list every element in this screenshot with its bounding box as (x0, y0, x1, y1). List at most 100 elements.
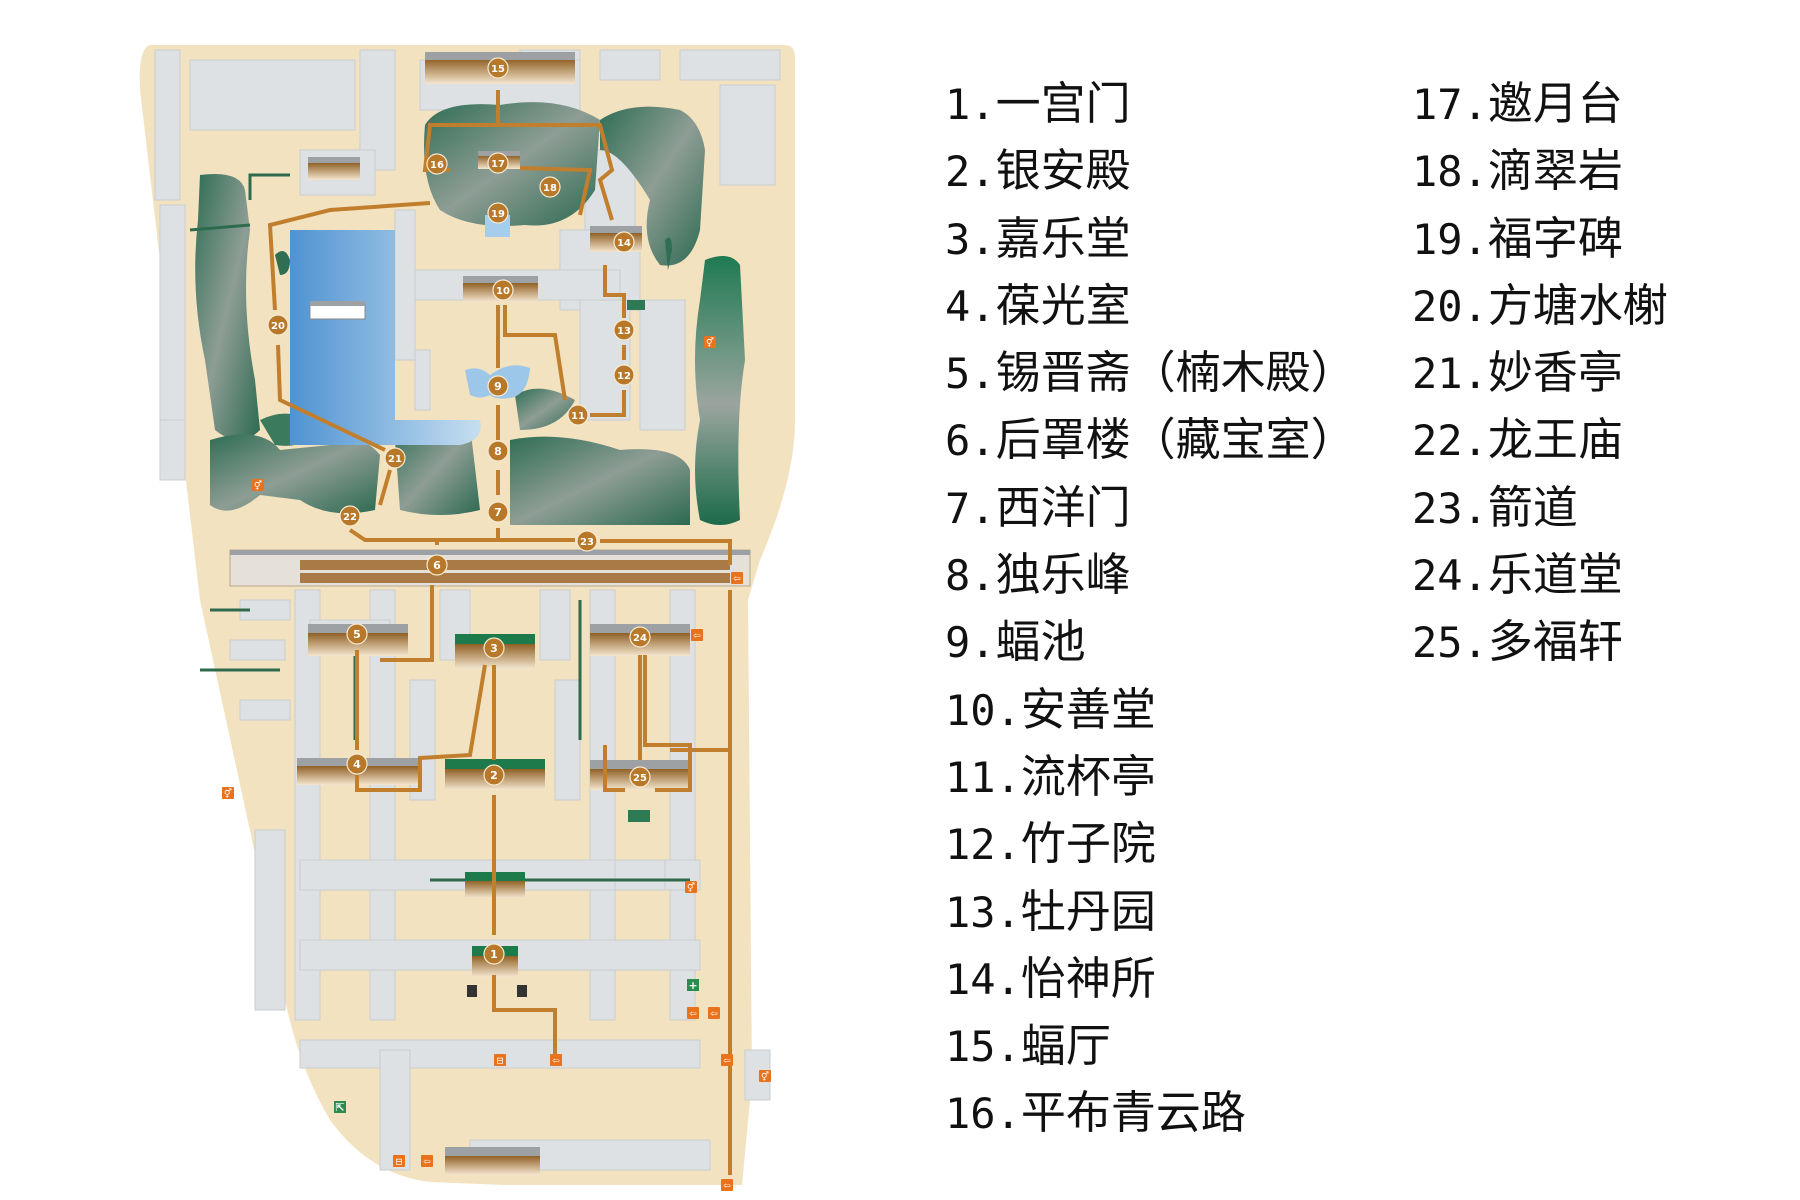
site-marker-22: 22 (339, 505, 361, 527)
legend-item: 6.后罩楼（藏宝室） (945, 413, 1356, 467)
legend-item: 16.平布青云路 (945, 1086, 1246, 1140)
svg-text:11: 11 (571, 411, 585, 422)
svg-text:20: 20 (271, 321, 285, 332)
svg-text:15: 15 (491, 64, 505, 75)
svg-text:⇦: ⇦ (689, 1010, 697, 1020)
hall-west (308, 157, 360, 180)
legend-item: 12.竹子院 (945, 817, 1156, 871)
exit-icon: ⇦ (687, 1007, 699, 1020)
site-marker-16: 16 (426, 153, 448, 175)
emergency-exit-icon: ⇱ (334, 1101, 346, 1114)
svg-text:19: 19 (491, 209, 505, 220)
south-gate (445, 1147, 540, 1175)
facility-icons: ⚥ ⚥ ⚥ ⚥ ⚥ ⊟ ⊟ ⇦ ⇦ ⇦ ⇦ ⇦ ⇦ ⇦ ⇦ + ⇱ (222, 336, 771, 1192)
svg-text:6: 6 (433, 559, 441, 572)
svg-text:⇦: ⇦ (552, 1057, 560, 1067)
legend-item: 3.嘉乐堂 (945, 211, 1131, 265)
legend-item: 25.多福轩 (1412, 615, 1623, 669)
svg-text:⇦: ⇦ (710, 1010, 718, 1020)
legend-item: 14.怡神所 (945, 951, 1156, 1005)
svg-text:13: 13 (617, 326, 631, 337)
svg-text:22: 22 (343, 512, 357, 523)
restroom-icon: ⚥ (222, 787, 234, 800)
svg-text:+: + (688, 979, 697, 992)
svg-text:18: 18 (543, 183, 557, 194)
legend-item: 13.牡丹园 (945, 884, 1156, 938)
water-pavilion-20 (309, 301, 366, 320)
site-marker-5: 5 (346, 623, 368, 645)
exit-icon: ⇦ (731, 572, 743, 585)
legend-item: 10.安善堂 (945, 682, 1156, 736)
legend-item: 7.西洋门 (945, 480, 1131, 534)
site-marker-21: 21 (384, 447, 406, 469)
svg-text:23: 23 (580, 537, 594, 548)
svg-text:⇦: ⇦ (733, 575, 741, 585)
site-marker-9: 9 (487, 375, 509, 397)
site-marker-6: 6 (426, 554, 448, 576)
svg-text:⚥: ⚥ (224, 788, 232, 800)
svg-text:2: 2 (490, 769, 498, 782)
svg-text:⇦: ⇦ (423, 1158, 431, 1168)
site-marker-19: 19 (487, 202, 509, 224)
site-marker-4: 4 (346, 753, 368, 775)
svg-text:12: 12 (617, 371, 631, 382)
exit-icon: ⇦ (721, 1179, 733, 1192)
svg-text:⊟: ⊟ (395, 1158, 403, 1168)
ticket-icon: ⊟ (494, 1054, 506, 1067)
site-marker-20: 20 (267, 314, 289, 336)
svg-text:5: 5 (353, 628, 361, 641)
site-marker-23: 23 (576, 530, 598, 552)
svg-text:3: 3 (490, 642, 498, 655)
tour-route (267, 90, 732, 1175)
ticket-icon: ⊟ (393, 1155, 405, 1168)
palace-site-map: 1234567891011121314151617181920212223242… (139, 45, 795, 1192)
svg-text:10: 10 (496, 286, 510, 297)
exit-icon: ⇦ (721, 1054, 733, 1067)
svg-text:⚥: ⚥ (706, 337, 714, 349)
svg-text:⇦: ⇦ (693, 632, 701, 642)
site-marker-2: 2 (483, 764, 505, 786)
legend-item: 18.滴翠岩 (1412, 144, 1623, 198)
site-marker-25: 25 (629, 766, 651, 788)
site-legend: 1.一宫门 2.银安殿 3.嘉乐堂 4.葆光室 5.锡晋斋（楠木殿） 6.后罩楼… (945, 70, 1775, 1150)
legend-item: 21.妙香亭 (1412, 346, 1623, 400)
svg-text:⇱: ⇱ (335, 1101, 344, 1114)
legend-item: 9.蝠池 (945, 615, 1086, 669)
exit-icon: ⇦ (708, 1007, 720, 1020)
site-marker-12: 12 (613, 364, 635, 386)
svg-text:4: 4 (353, 758, 361, 771)
site-marker-3: 3 (483, 637, 505, 659)
site-marker-14: 14 (613, 231, 635, 253)
svg-text:16: 16 (430, 160, 444, 171)
site-marker-24: 24 (629, 626, 651, 648)
site-marker-11: 11 (567, 404, 589, 426)
svg-text:⚥: ⚥ (687, 882, 695, 894)
site-marker-1: 1 (483, 943, 505, 965)
legend-item: 1.一宫门 (945, 77, 1131, 130)
svg-text:17: 17 (491, 159, 505, 170)
legend-item: 5.锡晋斋（楠木殿） (945, 346, 1356, 400)
restroom-icon: ⚥ (685, 881, 697, 894)
site-marker-7: 7 (487, 501, 509, 523)
stone-lion-right (517, 985, 527, 997)
exit-icon: ⇦ (421, 1155, 433, 1168)
exit-icon: ⇦ (550, 1054, 562, 1067)
exit-icon: ⇦ (691, 629, 703, 642)
svg-text:14: 14 (617, 238, 631, 249)
legend-item: 17.邀月台 (1412, 77, 1623, 130)
svg-text:⚥: ⚥ (761, 1071, 769, 1083)
first-aid-icon: + (687, 979, 699, 992)
svg-text:24: 24 (633, 633, 647, 644)
restroom-icon: ⚥ (759, 1070, 771, 1083)
svg-text:⊟: ⊟ (496, 1057, 504, 1067)
rear-building-row (229, 549, 751, 587)
legend-item: 19.福字碑 (1412, 211, 1623, 265)
svg-text:⇦: ⇦ (723, 1057, 731, 1067)
legend-column-1: 1.一宫门 2.银安殿 3.嘉乐堂 4.葆光室 5.锡晋斋（楠木殿） 6.后罩楼… (945, 70, 1356, 1147)
restroom-icon: ⚥ (252, 479, 264, 492)
legend-item: 15.蝠厅 (945, 1019, 1111, 1073)
legend-item: 11.流杯亭 (945, 749, 1156, 803)
svg-text:7: 7 (494, 506, 502, 519)
svg-text:8: 8 (494, 445, 502, 458)
